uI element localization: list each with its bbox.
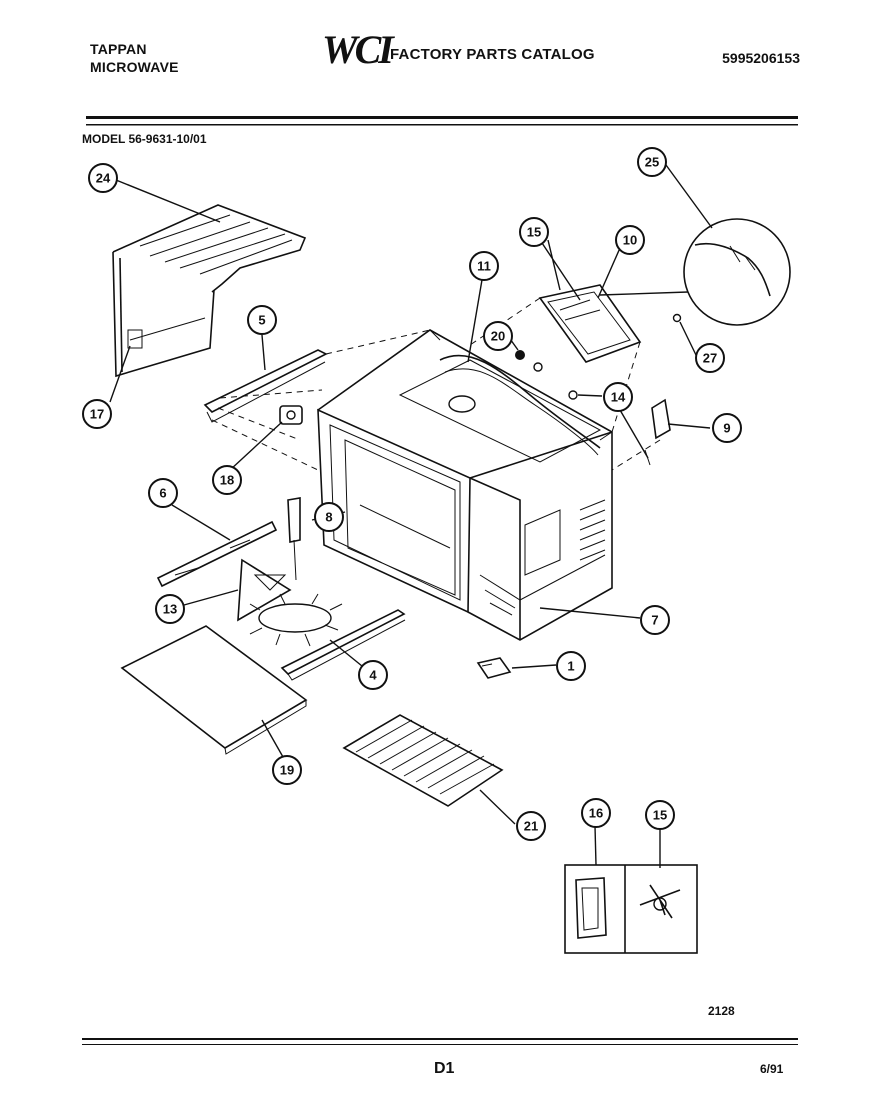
part-1-connector (476, 657, 512, 679)
callout-1: 1 (556, 651, 586, 681)
callout-9-label: 9 (723, 421, 730, 436)
callout-1-label: 1 (567, 659, 574, 674)
callout-13: 13 (155, 594, 185, 624)
callout-8-label: 8 (325, 510, 332, 525)
callout-10: 10 (615, 225, 645, 255)
alignment-lines (211, 297, 661, 471)
callout-5: 5 (247, 305, 277, 335)
callout-20: 20 (483, 321, 513, 351)
drawing-code: 2128 (708, 1004, 735, 1018)
callout-10-label: 10 (623, 233, 637, 248)
part-24-outer-cover (112, 204, 307, 378)
callout-15-top-label: 15 (527, 225, 541, 240)
callout-11-label: 11 (477, 259, 491, 274)
callout-6-label: 6 (159, 486, 166, 501)
part-5-rail (203, 349, 328, 423)
callout-24-label: 24 (96, 171, 111, 186)
callout-19: 19 (272, 755, 302, 785)
part-25-detail (683, 218, 791, 326)
brand-block: TAPPAN MICROWAVE (90, 40, 179, 76)
footer-rules (82, 1038, 798, 1045)
brand-line-1: TAPPAN (90, 41, 147, 57)
callout-27-label: 27 (703, 351, 717, 366)
part-10-control-panel (538, 284, 689, 363)
callout-25: 25 (637, 147, 667, 177)
part-19-tray (120, 625, 308, 755)
header-rules (86, 116, 798, 126)
callout-11: 11 (469, 251, 499, 281)
model-label: MODEL 56-9631-10/01 (82, 132, 207, 146)
callout-15-top: 15 (519, 217, 549, 247)
callout-16-label: 16 (589, 806, 603, 821)
callout-8: 8 (314, 502, 344, 532)
main-cabinet (317, 329, 613, 641)
callout-18-label: 18 (220, 473, 234, 488)
part-6-bracket (156, 520, 278, 588)
callout-16: 16 (581, 798, 611, 828)
brand-line-2: MICROWAVE (90, 59, 179, 75)
callout-14-label: 14 (611, 390, 626, 405)
leader-lines (109, 164, 713, 868)
callout-19-label: 19 (280, 763, 294, 778)
catalog-date: 6/91 (760, 1062, 784, 1076)
callout-15-inset-label: 15 (653, 808, 667, 823)
callout-15-inset: 15 (645, 800, 675, 830)
callout-4: 4 (358, 660, 388, 690)
callout-7-label: 7 (651, 613, 658, 628)
callout-5-label: 5 (258, 313, 265, 328)
callout-14: 14 (603, 382, 633, 412)
part-13-stirrer (237, 497, 343, 647)
callout-17-label: 17 (90, 407, 104, 422)
small-screws (515, 313, 682, 400)
callout-24: 24 (88, 163, 118, 193)
catalog-part-number: 5995206153 (722, 50, 800, 66)
callout-7: 7 (640, 605, 670, 635)
callout-13-label: 13 (163, 602, 177, 617)
callout-21: 21 (516, 811, 546, 841)
catalog-title: FACTORY PARTS CATALOG (390, 46, 595, 63)
inset-parts-box (564, 864, 698, 954)
callout-6: 6 (148, 478, 178, 508)
page-label: D1 (434, 1060, 455, 1077)
callout-4-label: 4 (369, 668, 377, 683)
part-21-grille (342, 714, 504, 807)
wci-logo: WCI (322, 27, 394, 72)
part-18-switch (279, 405, 303, 425)
callout-21-label: 21 (524, 819, 538, 834)
callout-9: 9 (712, 413, 742, 443)
callout-25-label: 25 (645, 155, 659, 170)
callout-20-label: 20 (491, 329, 505, 344)
callout-17: 17 (82, 399, 112, 429)
part-11-harness (439, 354, 601, 456)
part-9-bracket (644, 398, 671, 466)
part-4-rail (280, 609, 406, 681)
callout-27: 27 (695, 343, 725, 373)
callout-18: 18 (212, 465, 242, 495)
